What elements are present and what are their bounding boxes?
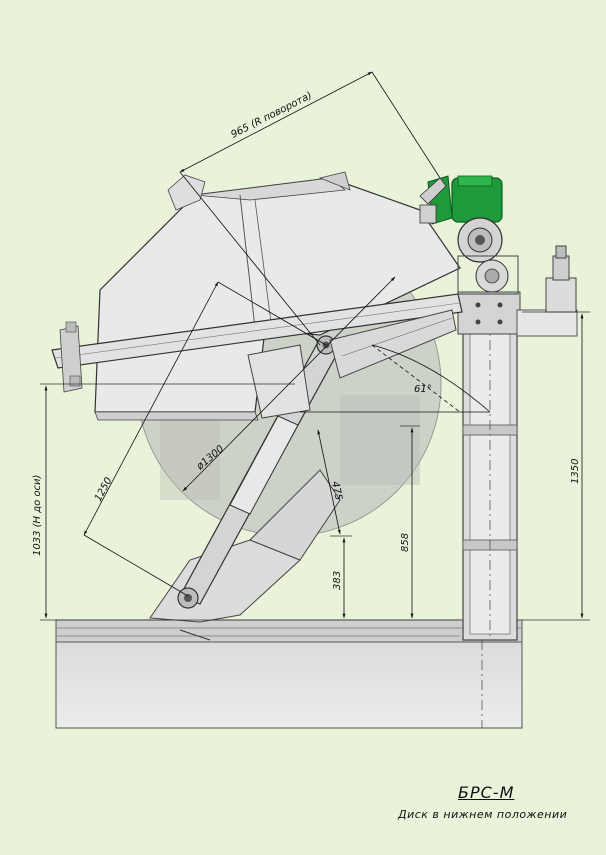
dim-1350: 1350 <box>570 459 581 484</box>
dim-angle: 61° <box>414 384 432 395</box>
dim-858: 858 <box>400 533 411 552</box>
drawing-subtitle: Диск в нижнем положении <box>398 808 568 821</box>
drawing-title: БРС-М <box>458 783 515 802</box>
base-frame <box>55 619 523 729</box>
dim-arm-length: 1250 <box>93 476 115 504</box>
dim-axis-height: 1033 (H до оси) <box>32 475 43 556</box>
dim-pivot-radius: 965 (R поворота) <box>229 90 314 140</box>
dim-475: 475 <box>329 480 344 501</box>
dim-383: 383 <box>332 571 343 590</box>
vertical-column <box>457 291 521 641</box>
side-bracket <box>516 245 578 337</box>
dimension-lines <box>44 71 584 619</box>
drive-motor <box>419 175 519 295</box>
